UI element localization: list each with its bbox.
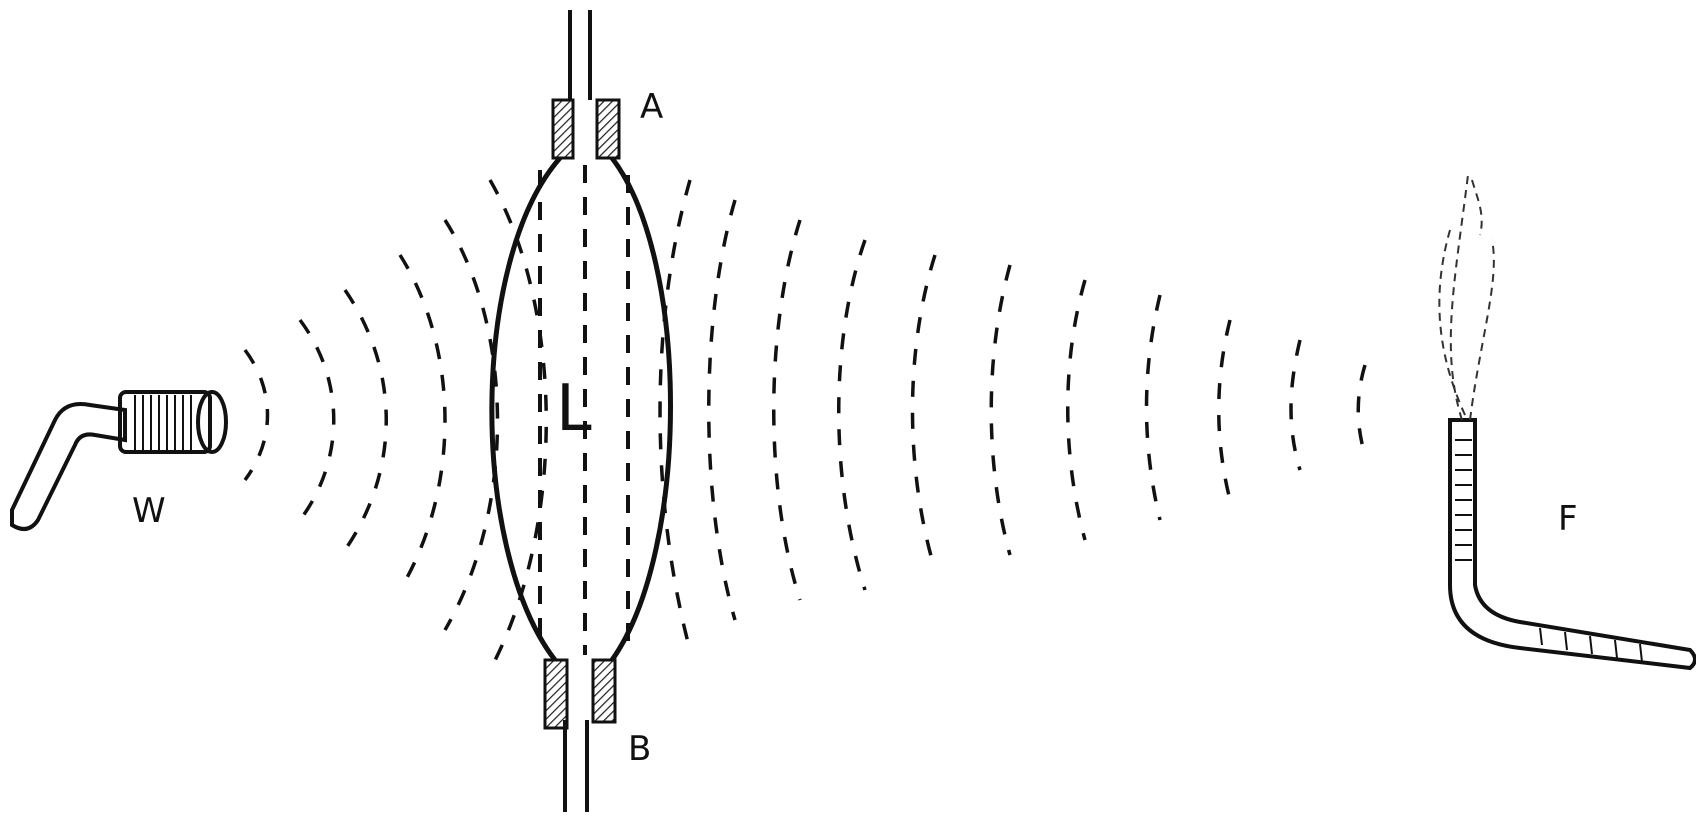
feed-tube-bottom	[563, 720, 589, 812]
clamp-bottom	[543, 658, 617, 730]
lens-internal-lines	[538, 165, 630, 655]
label-f: F	[1558, 499, 1578, 539]
flame	[1438, 174, 1495, 421]
label-w: W	[132, 491, 166, 531]
clamp-top	[551, 98, 621, 160]
feed-tube-top	[568, 10, 592, 100]
outgoing-wavefronts	[658, 179, 1367, 651]
lens-body-right	[609, 156, 673, 662]
lens-body	[489, 156, 562, 662]
flame-burner	[1448, 418, 1696, 671]
whistle-source	[10, 390, 228, 531]
incoming-wavefronts	[243, 179, 548, 671]
label-b: B	[628, 729, 651, 769]
label-a: A	[640, 87, 663, 127]
label-l: L	[556, 372, 592, 446]
